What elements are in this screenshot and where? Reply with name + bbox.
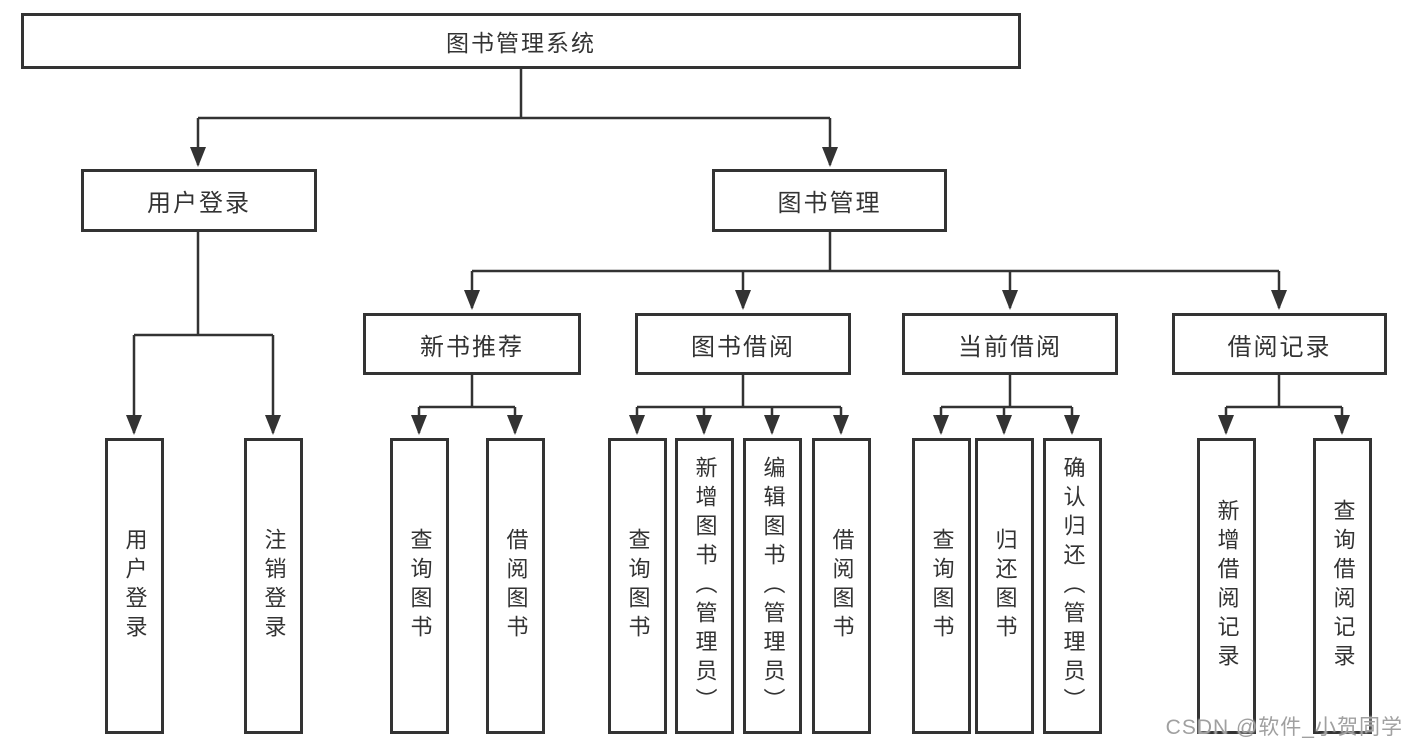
- node-current-borrow: 当前借阅: [902, 313, 1118, 375]
- connector-book-management-split: [472, 232, 1279, 273]
- node-current-borrow-label: 当前借阅: [958, 333, 1062, 361]
- leaf-cb-return-book-label: 归还图书: [992, 528, 1018, 644]
- leaf-bb-add-book-admin-label: 新增图书（管理员）: [692, 455, 718, 717]
- leaf-cb-confirm-return-admin-label: 确认归还（管理员）: [1060, 455, 1086, 717]
- leaf-br-query-record: 查询借阅记录: [1313, 438, 1372, 734]
- node-book-management-label: 图书管理: [777, 190, 882, 217]
- node-new-book-recommend-label: 新书推荐: [420, 333, 524, 361]
- leaf-nbr-borrow-books-label: 借阅图书: [503, 528, 529, 644]
- leaf-br-query-record-label: 查询借阅记录: [1330, 499, 1356, 673]
- leaf-bb-query-books-label: 查询图书: [625, 528, 651, 644]
- leaf-cb-query-books: 查询图书: [912, 438, 971, 734]
- node-book-borrow: 图书借阅: [635, 313, 851, 375]
- connector-current-borrow-split: [941, 375, 1072, 409]
- leaf-nbr-query-books-label: 查询图书: [407, 528, 433, 644]
- leaf-bb-query-books: 查询图书: [608, 438, 667, 734]
- connector-root-split: [198, 68, 830, 120]
- leaf-br-add-record-label: 新增借阅记录: [1214, 499, 1240, 673]
- leaf-cb-query-books-label: 查询图书: [929, 528, 955, 644]
- leaf-cb-confirm-return-admin: 确认归还（管理员）: [1043, 438, 1102, 734]
- leaf-br-add-record: 新增借阅记录: [1197, 438, 1256, 734]
- leaf-logout-label: 注销登录: [261, 528, 287, 644]
- leaf-bb-edit-book-admin: 编辑图书（管理员）: [743, 438, 802, 734]
- connector-user-login-split: [134, 232, 273, 337]
- leaf-logout: 注销登录: [244, 438, 303, 734]
- node-library-system-label: 图书管理系统: [446, 30, 596, 56]
- leaf-nbr-query-books: 查询图书: [390, 438, 449, 734]
- leaf-bb-borrow-books: 借阅图书: [812, 438, 871, 734]
- connector-borrow-records-split: [1226, 375, 1342, 409]
- leaf-user-login: 用户登录: [105, 438, 164, 734]
- node-borrow-records-label: 借阅记录: [1227, 333, 1332, 361]
- node-borrow-records: 借阅记录: [1172, 313, 1387, 375]
- connector-book-borrow-split: [637, 375, 841, 409]
- leaf-bb-borrow-books-label: 借阅图书: [829, 528, 855, 644]
- csdn-watermark: CSDN @软件_小贺同学: [1165, 716, 1403, 739]
- leaf-bb-edit-book-admin-label: 编辑图书（管理员）: [760, 455, 786, 717]
- leaf-bb-add-book-admin: 新增图书（管理员）: [675, 438, 734, 734]
- leaf-user-login-label: 用户登录: [122, 528, 148, 644]
- node-user-login: 用户登录: [81, 169, 317, 232]
- node-book-borrow-label: 图书借阅: [691, 333, 795, 361]
- node-book-management: 图书管理: [712, 169, 947, 232]
- connector-new-book-recommend-split: [419, 375, 515, 409]
- node-user-login-label: 用户登录: [147, 190, 251, 217]
- leaf-cb-return-book: 归还图书: [975, 438, 1034, 734]
- node-new-book-recommend: 新书推荐: [363, 313, 581, 375]
- node-library-system: 图书管理系统: [21, 13, 1021, 69]
- leaf-nbr-borrow-books: 借阅图书: [486, 438, 545, 734]
